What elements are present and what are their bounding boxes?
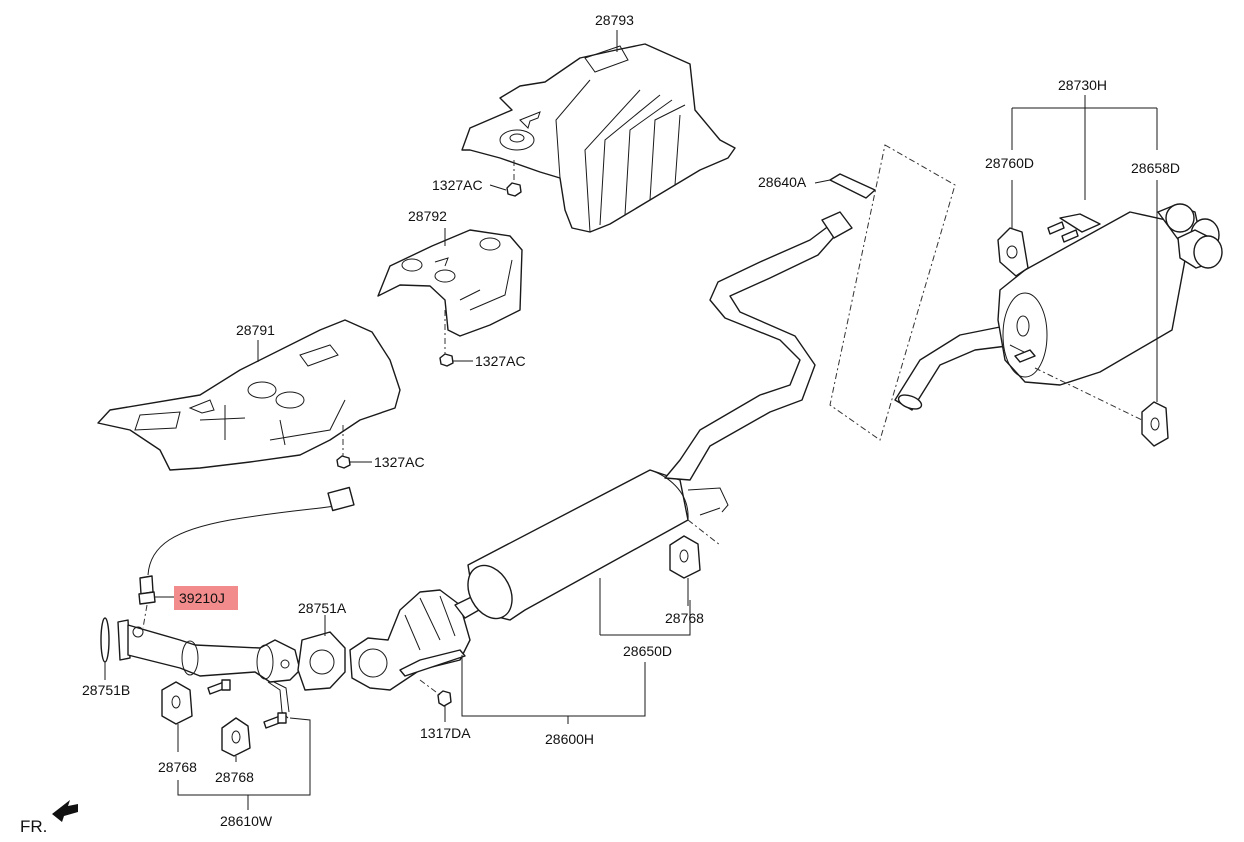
bolt-front-pipe-a[interactable]: [207, 679, 231, 695]
hanger-28768-a[interactable]: [161, 681, 193, 725]
label-1317da[interactable]: 1317DA: [420, 725, 471, 741]
front-pipe-28610w[interactable]: [117, 619, 301, 719]
hanger-28768-c[interactable]: [669, 535, 701, 579]
label-28730h[interactable]: 28730H: [1058, 77, 1107, 93]
bracket-28600h: [461, 655, 646, 717]
center-pipe-28650d[interactable]: [454, 211, 853, 626]
bracket-28610w: [177, 717, 311, 810]
leader-28650d-b: [600, 600, 691, 636]
heat-protector-28791[interactable]: [97, 319, 401, 471]
leader-28640a: [814, 179, 831, 184]
label-28768-a[interactable]: 28768: [158, 759, 197, 775]
hanger-28658d[interactable]: [1141, 401, 1169, 447]
label-28650d[interactable]: 28650D: [623, 643, 672, 659]
heat-protector-28793[interactable]: [461, 43, 736, 233]
label-1327ac-c[interactable]: 1327AC: [374, 454, 425, 470]
hanger-28768-b[interactable]: [221, 717, 251, 757]
label-1327ac-a[interactable]: 1327AC: [432, 177, 483, 193]
label-28760d[interactable]: 28760D: [985, 155, 1034, 171]
dash-28658d: [1034, 367, 1143, 421]
catalytic-converter[interactable]: [349, 589, 471, 691]
label-28768-c[interactable]: 28768: [665, 610, 704, 626]
nut-1327ac-c[interactable]: [336, 455, 351, 469]
label-28768-b[interactable]: 28768: [215, 769, 254, 785]
front-arrow-icon: [52, 800, 78, 822]
label-28792[interactable]: 28792: [408, 208, 447, 224]
nut-1327ac-a[interactable]: [506, 182, 522, 197]
leader-1327ac-a: [489, 184, 507, 191]
dash-1317da: [419, 679, 441, 696]
label-28640a[interactable]: 28640A: [758, 174, 807, 190]
bracket-28730h: [1011, 95, 1158, 200]
heat-protector-28792[interactable]: [377, 229, 523, 337]
nut-1317da[interactable]: [437, 690, 452, 707]
oxygen-sensor-39210j[interactable]: [138, 486, 355, 605]
gasket-28751a[interactable]: [297, 631, 346, 691]
gasket-28751b[interactable]: [100, 617, 110, 663]
nut-1327ac-b[interactable]: [439, 353, 454, 367]
label-28658d[interactable]: 28658D: [1131, 160, 1180, 176]
bolt-muffler-a[interactable]: [1047, 221, 1079, 243]
label-28793[interactable]: 28793: [595, 12, 634, 28]
label-28751a[interactable]: 28751A: [298, 600, 347, 616]
label-28600h[interactable]: 28600H: [545, 731, 594, 747]
highlight-39210j: [174, 586, 238, 610]
clamp-28640a[interactable]: [829, 173, 876, 199]
rear-muffler-28730h[interactable]: [894, 203, 1223, 412]
detail-region: [829, 144, 956, 441]
label-39210j[interactable]: 39210J: [179, 590, 225, 606]
dash-39210j: [142, 604, 148, 629]
bolt-front-pipe-b[interactable]: [263, 712, 287, 729]
dash-28768-c: [687, 519, 721, 546]
label-1327ac-b[interactable]: 1327AC: [475, 353, 526, 369]
front-orientation-label: FR.: [20, 817, 47, 836]
label-28610w[interactable]: 28610W: [220, 813, 273, 829]
label-28791[interactable]: 28791: [236, 322, 275, 338]
label-28751b[interactable]: 28751B: [82, 682, 130, 698]
hanger-28760d[interactable]: [997, 227, 1029, 277]
